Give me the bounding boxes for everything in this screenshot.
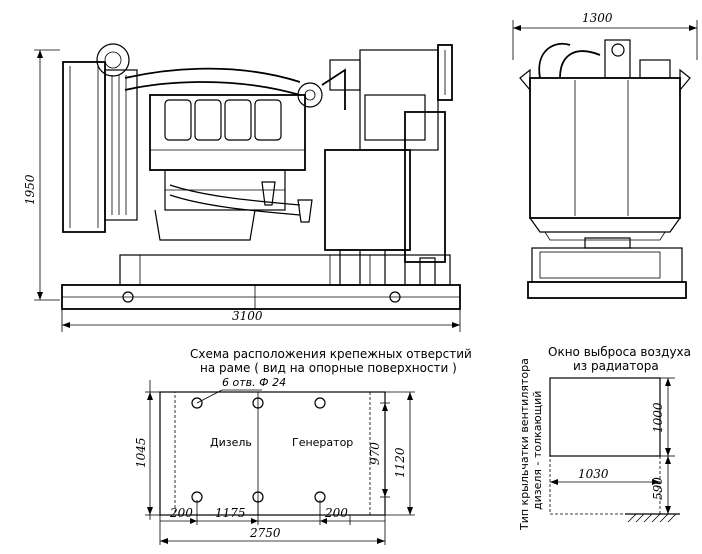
air-window (549, 377, 661, 457)
frame-hole-left (122, 291, 134, 303)
generator (324, 149, 411, 251)
dim-frame-970: 970 (368, 442, 382, 465)
mounting-scheme: Схема расположения крепежных отверстий н… (134, 347, 472, 545)
front-view-drawing (519, 39, 691, 299)
diesel-engine-block (149, 94, 306, 171)
side-view-dimensions: 1950 3100 (23, 49, 461, 332)
dim-window-1000: 1000 (651, 402, 665, 433)
front-base (527, 281, 687, 299)
label-diesel: Дизель (210, 436, 252, 449)
air-window-scheme: Окно выброса воздуха из радиатора Тип кр… (518, 345, 691, 531)
dim-frame-2750: 2750 (249, 526, 281, 540)
dim-offset-200-right: 200 (324, 506, 348, 520)
frame-outline (159, 391, 386, 516)
fan-type-line-1: Тип крыльчатки вентилятора (518, 358, 531, 531)
dim-offset-200-left: 200 (169, 506, 193, 520)
air-window-title-1: Окно выброса воздуха (548, 345, 691, 359)
dim-height-1950: 1950 (23, 174, 37, 205)
mount-hole (191, 397, 203, 409)
mount-scheme-title-1: Схема расположения крепежных отверстий (190, 347, 472, 361)
dim-width-1300: 1300 (582, 11, 613, 25)
dim-window-1030: 1030 (578, 467, 609, 481)
fan-type-line-2: дизеля - толкающий (531, 391, 544, 510)
front-radiator (529, 77, 681, 219)
hole-callout: 6 отв. Ф 24 (222, 376, 286, 389)
dim-hole-pitch-1175: 1175 (215, 506, 246, 520)
frame-hole-right (389, 291, 401, 303)
label-generator: Генератор (292, 436, 353, 449)
dim-frame-1120: 1120 (393, 447, 407, 478)
dim-frame-1045: 1045 (134, 437, 148, 468)
side-view-drawing (61, 43, 461, 310)
mount-hole (314, 397, 326, 409)
air-window-title-2: из радиатора (573, 359, 659, 373)
mount-scheme-title-2: на раме ( вид на опорные поверхности ) (200, 361, 457, 375)
mount-hole (252, 397, 264, 409)
dim-length-3100: 3100 (232, 309, 263, 323)
front-view-dimensions: 1300 (512, 11, 698, 60)
radiator (62, 61, 106, 233)
